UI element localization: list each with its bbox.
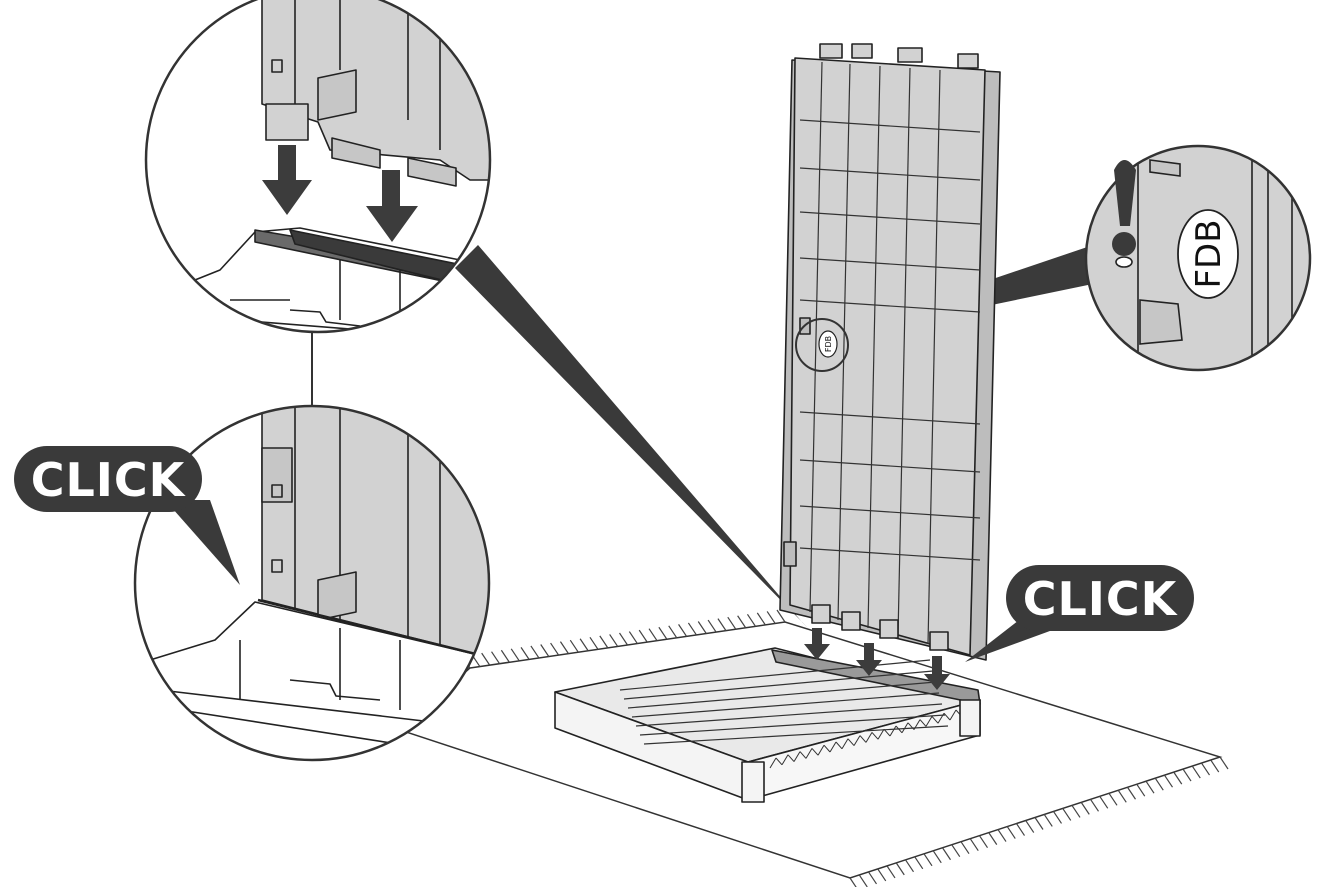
click-callout-right-text: CLICK (1023, 572, 1179, 626)
floor-hatch-right (849, 756, 1229, 887)
assembly-arrows (804, 628, 950, 690)
zoom-circle-bottom (133, 404, 491, 762)
panel-horizontal-ribs (799, 119, 981, 561)
tray-base (554, 647, 981, 803)
click-callout-right: CLICK (965, 565, 1194, 662)
tray-truss (769, 709, 963, 769)
panel-vertical-ribs (809, 61, 941, 645)
exclamation-icon (1112, 160, 1136, 256)
tray-slats (619, 659, 949, 745)
fdb-label-small-text: FDB (824, 336, 833, 352)
zoom-top-arrow-left (262, 145, 312, 215)
zoom-circle-top (144, 0, 492, 334)
click-callout-left: CLICK (14, 446, 240, 585)
fdb-label-small: FDB (795, 318, 849, 372)
fdb-label-zoom (1177, 209, 1239, 299)
click-callout-left-text: CLICK (31, 453, 187, 507)
zoom-top-arrow-right (366, 170, 418, 242)
upright-panel (779, 43, 1001, 661)
floor-hatch-left (461, 609, 786, 669)
zoom-pointer-top (455, 245, 808, 628)
fdb-label-zoom-text: FDB (1189, 219, 1229, 288)
